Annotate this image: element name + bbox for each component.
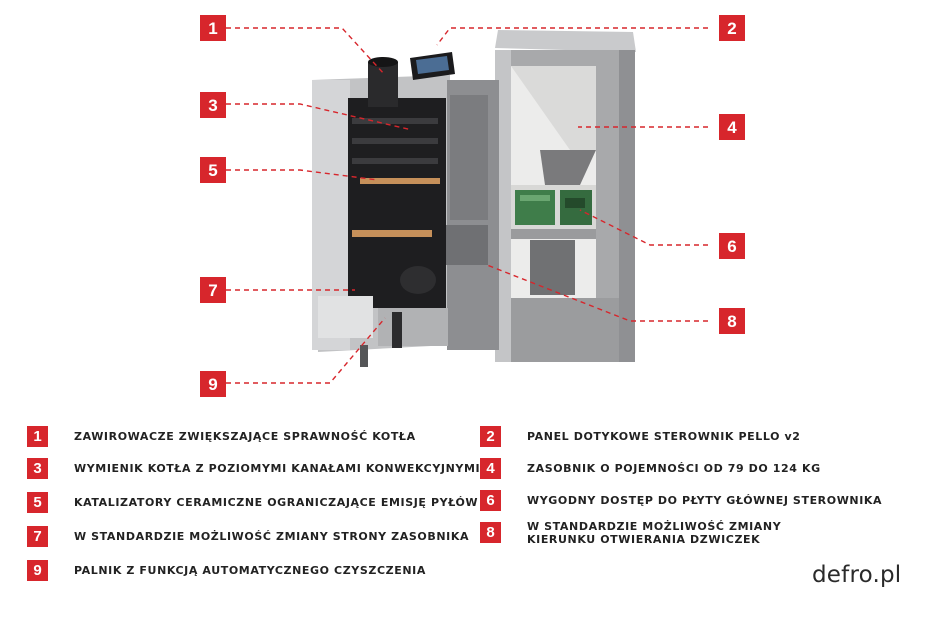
- legend-item-1: ZAWIROWACZE ZWIĘKSZAJĄCE SPRAWNOŚĆ KOTŁA: [74, 430, 416, 443]
- callout-number: 2: [727, 18, 737, 38]
- legend-badge-9: 9: [27, 560, 48, 581]
- brand-url: defro.pl: [812, 562, 902, 588]
- pellet-hopper: [495, 30, 636, 362]
- callout-number: 5: [208, 160, 218, 180]
- legend-item-8: W STANDARDZIE MOŻLIWOŚĆ ZMIANY KIERUNKU …: [527, 520, 782, 546]
- legend-item-5: KATALIZATORY CERAMICZNE OGRANICZAJĄCE EM…: [74, 496, 479, 509]
- callout-badge-7: 7: [200, 277, 226, 303]
- legend-badge-5: 5: [27, 492, 48, 513]
- callout-number: 6: [727, 236, 737, 256]
- callout-badge-8: 8: [719, 308, 745, 334]
- burner: [400, 266, 436, 294]
- legend-item-6: WYGODNY DOSTĘP DO PŁYTY GŁÓWNEJ STEROWNI…: [527, 494, 883, 507]
- callout-number: 1: [208, 18, 218, 38]
- callout-badge-9: 9: [200, 371, 226, 397]
- touch-panel: [410, 52, 455, 80]
- callout-badge-1: 1: [200, 15, 226, 41]
- callout-number: 4: [727, 117, 737, 137]
- legend-badge-6: 6: [480, 490, 501, 511]
- ceramic-catalyst-lower: [352, 230, 432, 237]
- callout-badge-3: 3: [200, 92, 226, 118]
- callout-badge-2: 2: [719, 15, 745, 41]
- callout-number: 3: [208, 95, 218, 115]
- callout-badge-4: 4: [719, 114, 745, 140]
- legend-item-4: ZASOBNIK O POJEMNOŚCI OD 79 DO 124 KG: [527, 462, 821, 475]
- legend-item-2: PANEL DOTYKOWE STEROWNIK PELLO v2: [527, 430, 801, 443]
- boiler-illustration: [226, 27, 708, 384]
- leader-lines: [226, 27, 708, 384]
- callout-number: 8: [727, 311, 737, 331]
- callout-badge-6: 6: [719, 233, 745, 259]
- ceramic-catalyst-upper: [360, 178, 440, 184]
- legend-item-7: W STANDARDZIE MOŻLIWOŚĆ ZMIANY STRONY ZA…: [74, 530, 470, 543]
- legend-badge-3: 3: [27, 458, 48, 479]
- legend-badge-8: 8: [480, 522, 501, 543]
- legend-item-3: WYMIENIK KOTŁA Z POZIOMYMI KANAŁAMI KONW…: [74, 462, 481, 475]
- legend-badge-4: 4: [480, 458, 501, 479]
- legend-item-9: PALNIK Z FUNKCJĄ AUTOMATYCZNEGO CZYSZCZE…: [74, 564, 426, 577]
- callout-number: 7: [208, 280, 218, 300]
- callout-number: 9: [208, 374, 218, 394]
- legend-badge-1: 1: [27, 426, 48, 447]
- legend-badge-7: 7: [27, 526, 48, 547]
- callout-badge-5: 5: [200, 157, 226, 183]
- legend-badge-2: 2: [480, 426, 501, 447]
- boiler-body: [312, 57, 499, 367]
